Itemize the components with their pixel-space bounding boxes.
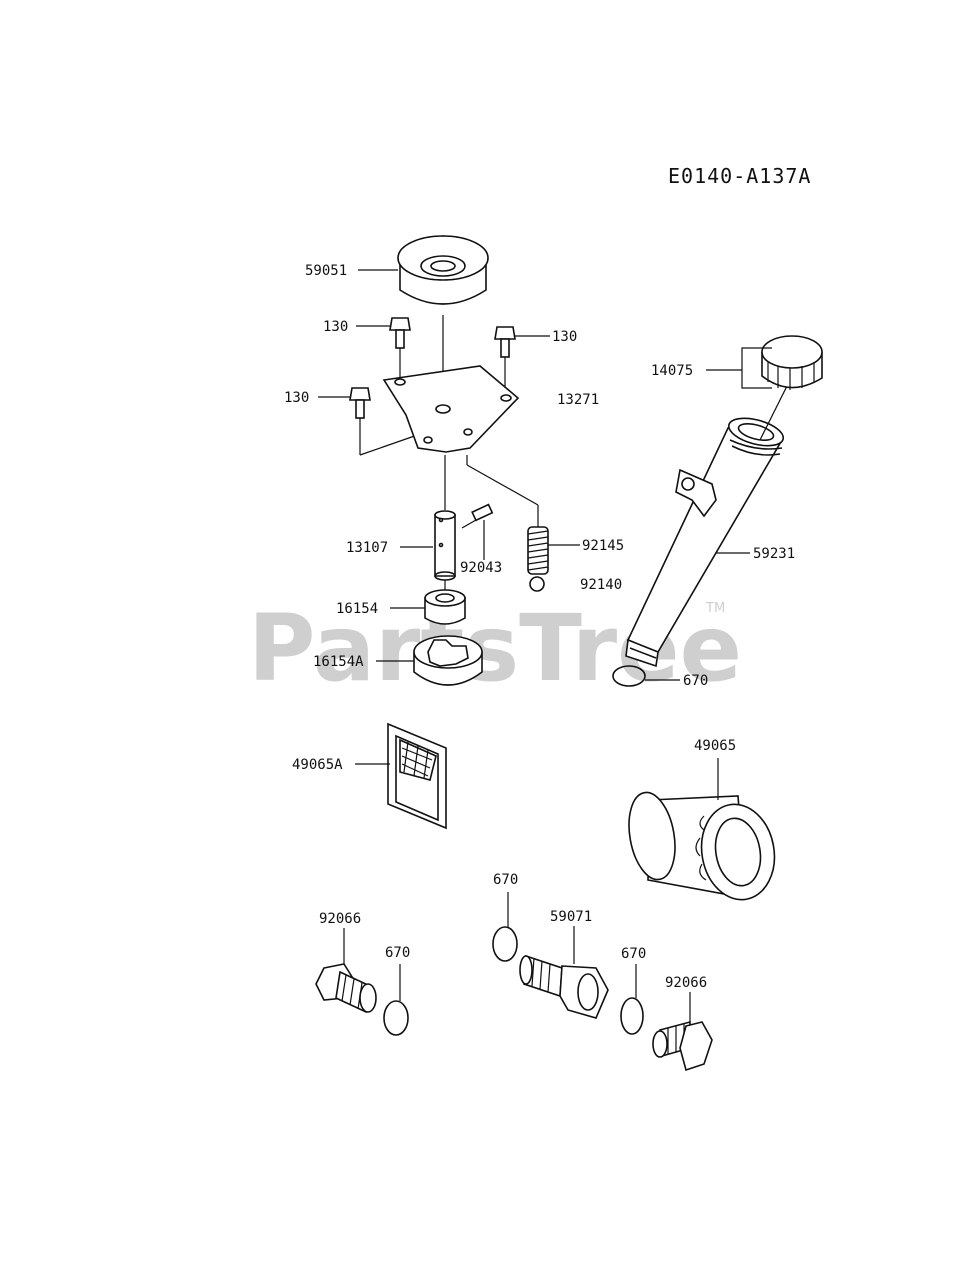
dipstick-cap-part-14075[interactable]	[759, 335, 823, 441]
spring-part-92145[interactable]	[527, 526, 549, 575]
label-92043: 92043	[460, 560, 502, 576]
oil-fitting-part-59071[interactable]	[519, 954, 609, 1019]
pin-part-92043[interactable]	[471, 503, 494, 522]
bolt-part-130-right[interactable]	[494, 326, 516, 358]
shaft-part-13107[interactable]	[434, 510, 456, 581]
label-670-fitting-left: 670	[493, 872, 518, 888]
label-59051: 59051	[305, 263, 347, 279]
label-59231: 59231	[753, 546, 795, 562]
label-16154: 16154	[336, 601, 378, 617]
ball-part-92140[interactable]	[529, 576, 545, 592]
inner-rotor-part-16154[interactable]	[424, 589, 466, 625]
label-670-pipe: 670	[683, 673, 708, 689]
bolt-part-130-left[interactable]	[389, 317, 411, 349]
o-ring-part-670-fitting-right[interactable]	[620, 997, 644, 1035]
o-ring-part-670-pipe[interactable]	[612, 665, 646, 687]
filler-pipe-part-59231[interactable]	[625, 413, 786, 668]
drain-plug-part-92066-right[interactable]	[652, 1020, 713, 1072]
drain-plug-part-92066-left[interactable]	[315, 963, 377, 1014]
o-ring-part-670-plug[interactable]	[383, 1000, 409, 1036]
label-130-left: 130	[323, 319, 348, 335]
label-49065: 49065	[694, 738, 736, 754]
label-92066-left: 92066	[319, 911, 361, 927]
label-13271: 13271	[557, 392, 599, 408]
cover-plate-part-13271[interactable]	[382, 365, 520, 453]
label-130-lower: 130	[284, 390, 309, 406]
oil-filter-part-49065[interactable]	[623, 789, 782, 906]
label-59071: 59071	[550, 909, 592, 925]
diagram-code: E0140-A137A	[668, 164, 811, 188]
oil-screen-part-49065A[interactable]	[387, 722, 447, 830]
label-670-fitting-right: 670	[621, 946, 646, 962]
bolt-part-130-lower[interactable]	[349, 387, 371, 419]
label-92145: 92145	[582, 538, 624, 554]
label-16154A: 16154A	[313, 654, 364, 670]
outer-rotor-part-16154A[interactable]	[413, 635, 483, 686]
label-130-right: 130	[552, 329, 577, 345]
gear-part-59051[interactable]	[397, 235, 489, 305]
label-670-plug: 670	[385, 945, 410, 961]
watermark-trademark: TM	[705, 601, 725, 616]
label-92140: 92140	[580, 577, 622, 593]
label-13107: 13107	[346, 540, 388, 556]
label-14075: 14075	[651, 363, 693, 379]
label-49065A: 49065A	[292, 757, 343, 773]
label-92066-right: 92066	[665, 975, 707, 991]
o-ring-part-670-fitting-left[interactable]	[492, 926, 518, 962]
